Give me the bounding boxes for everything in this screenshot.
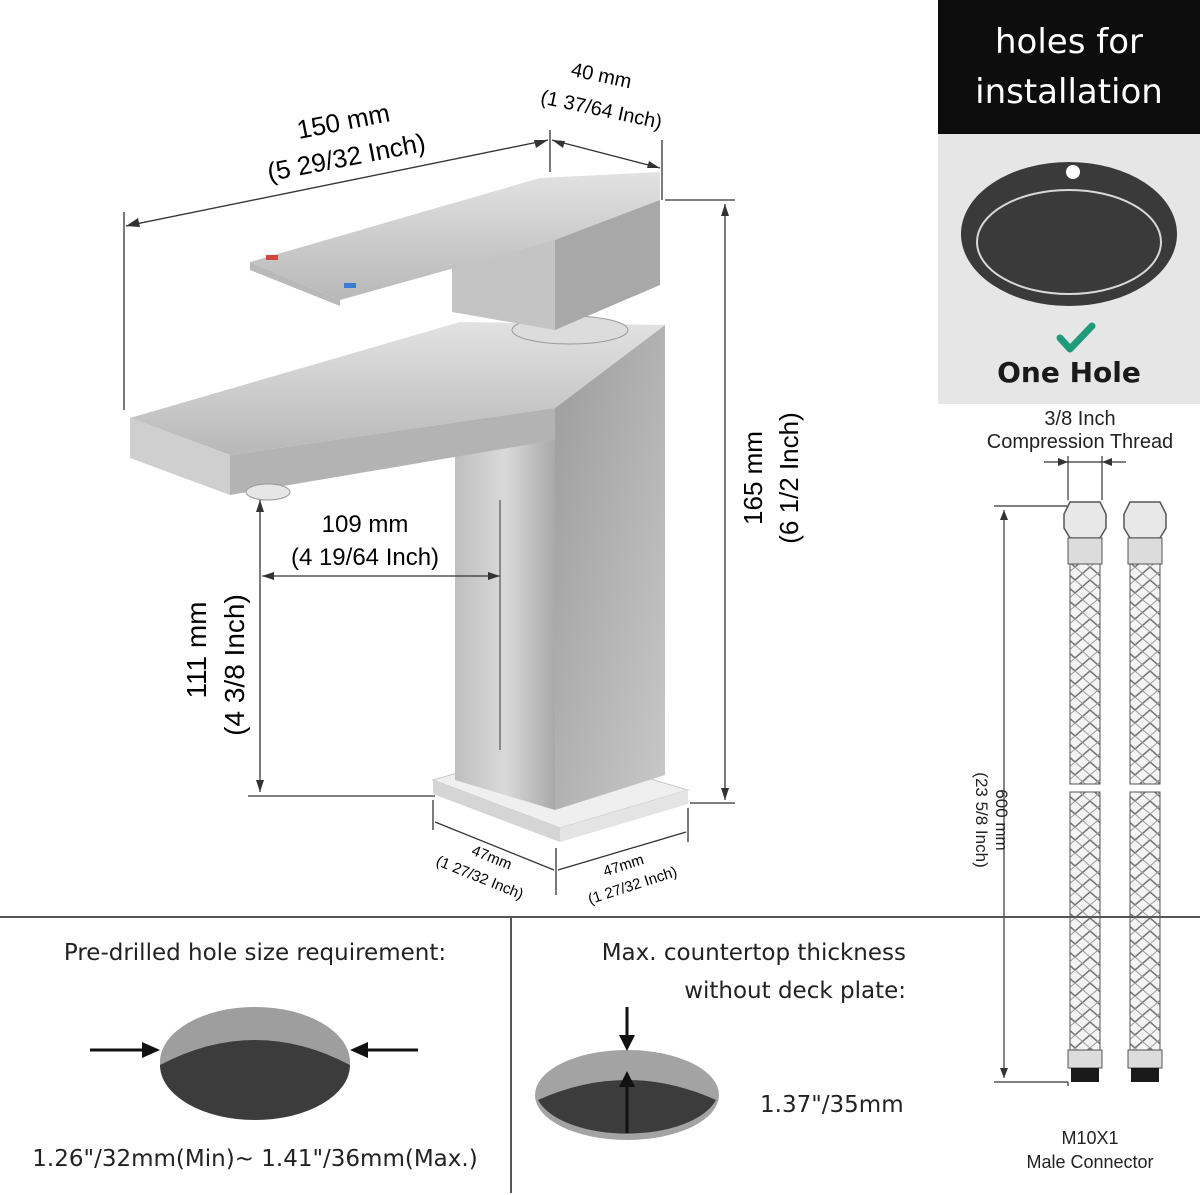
faucet-body-front: [455, 408, 555, 810]
faucet-hole: [1066, 165, 1080, 179]
install-title-line1: holes for: [995, 22, 1143, 62]
faucet-body-side: [555, 325, 665, 810]
hot-indicator: [266, 255, 278, 260]
requirements-divider: [510, 916, 512, 1193]
hole-size-title: Pre-drilled hole size requirement:: [63, 940, 447, 966]
sink-diagram: [961, 162, 1177, 306]
thickness-title-line2: without deck plate:: [684, 978, 906, 1004]
one-hole-panel: One Hole: [938, 134, 1200, 404]
thread-label-line1: 3/8 Inch: [1044, 408, 1116, 430]
requirements-box: [0, 916, 1200, 1195]
cold-indicator: [344, 283, 356, 288]
thread-label-line2: Compression Thread: [986, 431, 1174, 453]
hose-length-inch: (23 5/8 Inch): [972, 772, 991, 867]
hose-left: [1063, 501, 1107, 1082]
thickness-value: 1.37"/35mm: [760, 1092, 904, 1118]
hole-size-value: 1.26"/32mm(Min)~ 1.41"/36mm(Max.): [32, 1146, 478, 1172]
connector-label-line2: Male Connector: [1026, 1152, 1154, 1172]
hole-size-diagram: [90, 1007, 418, 1120]
handle-mm-label: 40 mm: [569, 59, 633, 93]
height-inch-label: (6 1/2 Inch): [774, 412, 804, 544]
aerator: [245, 483, 291, 501]
handle-inch-label: (1 37/64 Inch): [539, 87, 664, 134]
reach-inch-label: (4 19/64 Inch): [291, 544, 439, 571]
height-mm-label: 165 mm: [738, 431, 768, 525]
spout-top: [130, 322, 665, 455]
check-icon: [1056, 322, 1096, 353]
reach-mm-label: 109 mm: [322, 511, 409, 538]
install-header: holes for installation: [938, 0, 1200, 134]
thickness-diagram: [535, 1007, 719, 1140]
spout-mm-label: 111 mm: [181, 602, 212, 699]
hose-right: [1123, 501, 1167, 1082]
length-inch-label: (5 29/32 Inch): [265, 127, 428, 187]
handle-lever: [250, 172, 660, 300]
spout-front: [130, 418, 230, 495]
hose-diagram: 600 mm (23 5/8 Inch): [972, 456, 1167, 1086]
install-title-line2: installation: [975, 72, 1163, 112]
connector-label-line1: M10X1: [1061, 1128, 1119, 1148]
hose-length-mm: 600 mm: [992, 789, 1011, 850]
one-hole-label: One Hole: [997, 356, 1141, 389]
thickness-title-line1: Max. countertop thickness: [601, 940, 906, 966]
spout-inch-label: (4 3/8 Inch): [219, 594, 250, 736]
faucet-illustration: 150 mm (5 29/32 Inch) 40 mm (1 37/64 Inc…: [123, 59, 804, 908]
